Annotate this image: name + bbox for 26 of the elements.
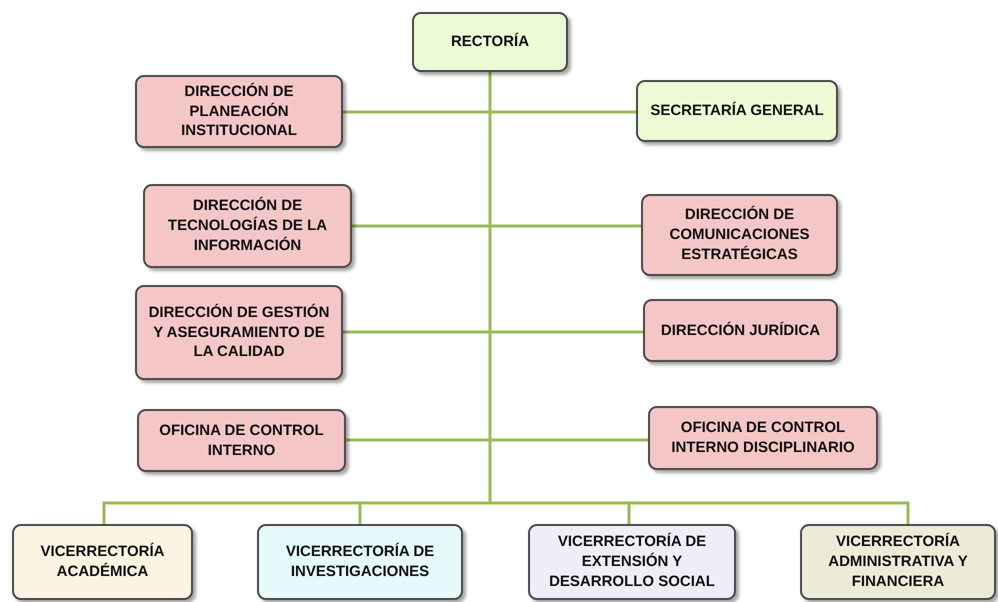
unit-name: DIRECCIÓN JURÍDICA: [660, 320, 820, 340]
org-unit-box: [257, 524, 463, 600]
unit-name: VICERRECTORÍA ADMINISTRATIVA Y FINANCIERA: [827, 532, 969, 592]
unit-name: VICERRECTORÍA DE INVESTIGACIONES: [284, 542, 436, 582]
org-unit-box: [641, 194, 838, 276]
unit-name: VICERRECTORÍA DE EXTENSIÓN Y DESARROLLO SOCIAL: [548, 532, 716, 592]
org-unit-box: [135, 75, 343, 148]
unit-name: SECRETARÍA GENERAL: [650, 101, 824, 121]
unit-name: RECTORÍA: [450, 32, 530, 52]
org-unit-box: [412, 12, 568, 72]
org-unit-box: [636, 80, 838, 142]
unit-name: VICERRECTORÍA ACADÉMICA: [40, 542, 166, 582]
org-unit-box: [800, 524, 996, 600]
org-unit-box: [648, 406, 878, 470]
unit-name: DIRECCIÓN DE PLANEACIÓN INSTITUCIONAL: [180, 82, 298, 142]
unit-name: OFICINA DE CONTROL INTERNO: [158, 420, 325, 460]
unit-name: DIRECCIÓN DE COMUNICACIONES ESTRATÉGICAS: [668, 205, 810, 265]
unit-name: DIRECCIÓN DE GESTIÓN Y ASEGURAMIENTO DE LA CALIDAD: [148, 302, 330, 362]
org-unit-box: [135, 285, 343, 380]
org-unit-box: [643, 299, 838, 362]
org-unit-box: [143, 184, 352, 268]
org-unit-box: [12, 524, 193, 600]
unit-name: OFICINA DE CONTROL INTERNO DISCIPLINARIO: [670, 418, 856, 458]
org-unit-box: [528, 524, 736, 600]
unit-name: DIRECCIÓN DE TECNOLOGÍAS DE LA INFORMACIÓN: [166, 196, 328, 256]
org-unit-box: [137, 409, 346, 472]
